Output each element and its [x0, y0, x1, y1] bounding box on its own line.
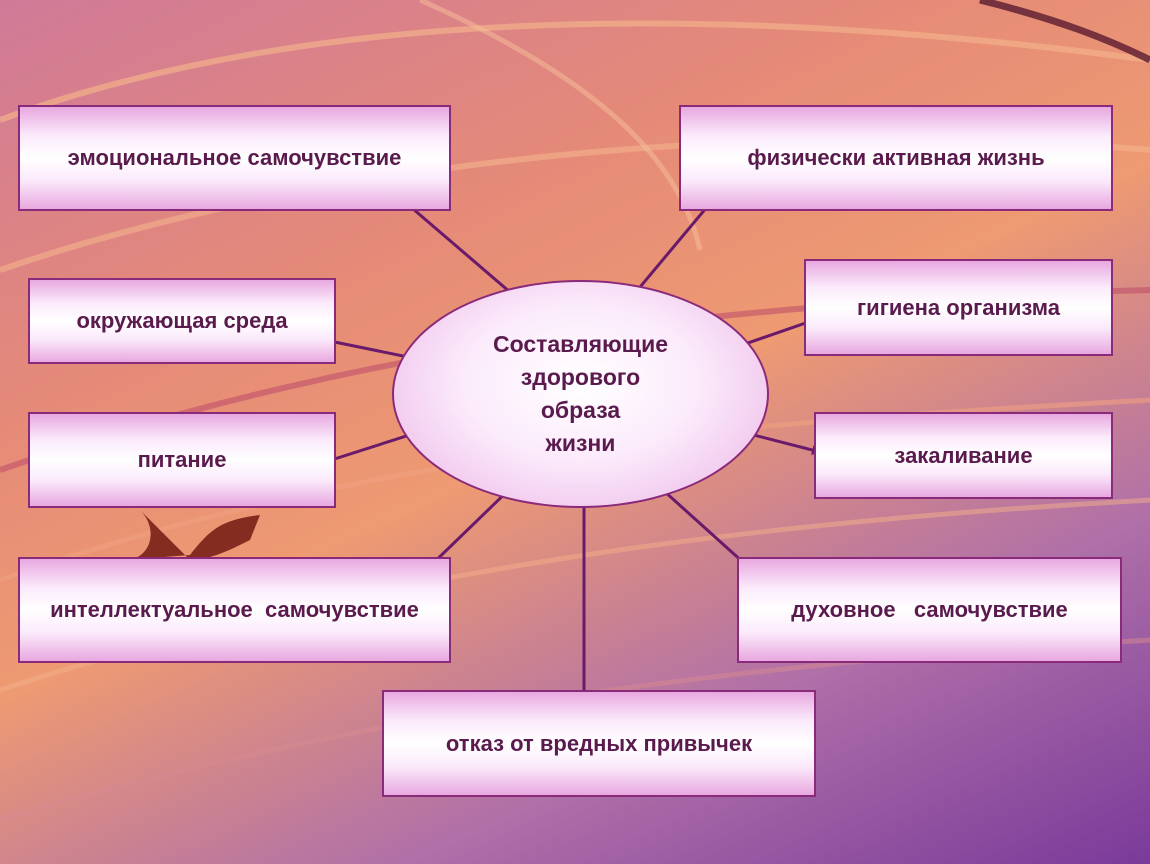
box-physical-label: физически активная жизнь [747, 145, 1045, 170]
box-emotional-wellbeing: эмоциональное самочувствие [18, 105, 451, 211]
box-hygiene: гигиена организма [804, 259, 1113, 356]
box-environment-label: окружающая среда [76, 308, 288, 333]
central-concept-ellipse: Составляющие здорового образа жизни [392, 280, 769, 508]
central-line-1: Составляющие [492, 331, 669, 357]
box-hygiene-label: гигиена организма [857, 294, 1060, 320]
box-intellectual-label: интеллектуальное самочувствие [50, 597, 419, 622]
central-concept-label: Составляющие здорового образа жизни [493, 328, 668, 460]
box-hardening: закаливание [814, 412, 1113, 499]
box-spiritual-wellbeing: духовное самочувствие [737, 557, 1122, 663]
box-physical-activity: физически активная жизнь [679, 105, 1113, 211]
box-nutrition-label: питание [137, 447, 227, 472]
central-line-3: образа [540, 397, 621, 423]
box-emotional-label: эмоциональное самочувствие [67, 145, 402, 170]
box-hardening-label: закаливание [894, 442, 1033, 468]
box-habits-label: отказ от вредных привычек [445, 730, 753, 756]
box-environment: окружающая среда [28, 278, 336, 364]
box-intellectual-wellbeing: интеллектуальное самочувствие [18, 557, 451, 663]
central-line-2: здорового [520, 364, 641, 390]
central-line-4: жизни [545, 430, 616, 456]
box-nutrition: питание [28, 412, 336, 508]
box-quit-bad-habits: отказ от вредных привычек [382, 690, 816, 797]
box-spiritual-label: духовное самочувствие [791, 597, 1068, 622]
